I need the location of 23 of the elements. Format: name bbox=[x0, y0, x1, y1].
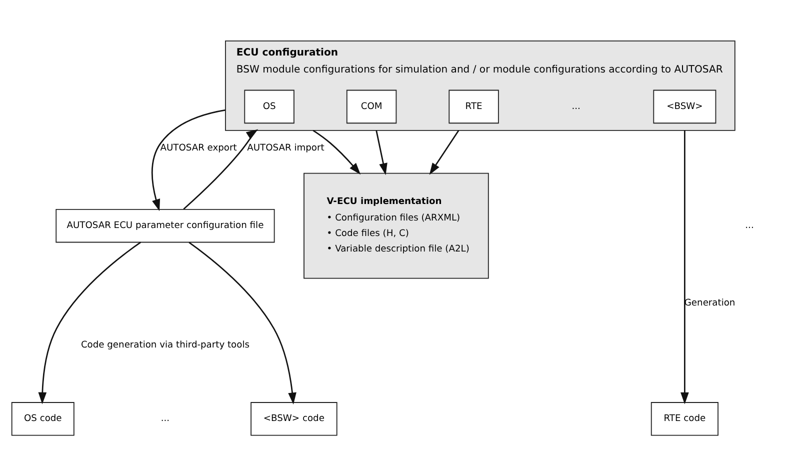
arrow bbox=[376, 130, 388, 176]
label: ... bbox=[745, 221, 754, 232]
arrow bbox=[188, 242, 296, 404]
node-box: COM bbox=[346, 90, 397, 124]
node-box: RTE bbox=[448, 90, 499, 124]
label: ... bbox=[572, 102, 580, 112]
label: ... bbox=[160, 414, 170, 424]
arrow bbox=[680, 130, 689, 404]
node-box: <BSW> code bbox=[250, 402, 338, 436]
arrow bbox=[38, 242, 142, 404]
node-box: <BSW> bbox=[653, 90, 716, 124]
node-box: OS code bbox=[11, 402, 74, 436]
arrow bbox=[429, 130, 460, 175]
edge-label: AUTOSAR export bbox=[160, 144, 237, 154]
node-box: AUTOSAR ECU parameter configuration file bbox=[56, 208, 275, 243]
arrow bbox=[183, 129, 258, 210]
node-box: RTE code bbox=[650, 402, 718, 436]
node-box: OS bbox=[244, 90, 294, 124]
node-box: V-ECU implementation • Configuration files (ARXML) • Code files (H, C) • Variable description file (A2L) bbox=[304, 172, 489, 279]
arrow bbox=[152, 109, 226, 212]
edge-label: AUTOSAR import bbox=[247, 144, 324, 154]
label: Code generation via third-party tools bbox=[80, 340, 250, 350]
arrow bbox=[312, 130, 361, 175]
